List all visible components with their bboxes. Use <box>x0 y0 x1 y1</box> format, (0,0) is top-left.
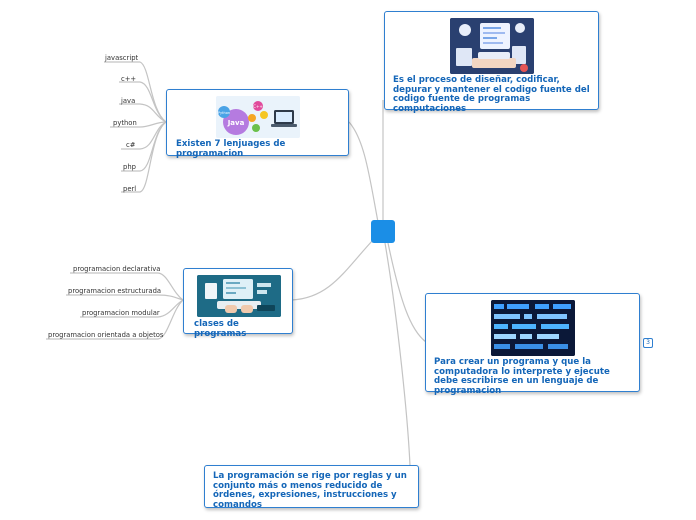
topic-classes[interactable]: clases de programas <box>183 268 293 338</box>
languages-illustration: Java Python C++ <box>216 96 300 138</box>
code-screen-icon <box>491 300 575 356</box>
class-item-orientada-objetos[interactable]: programacion orientada a objetos <box>48 331 164 339</box>
class-item-estructurada[interactable]: programacion estructurada <box>68 287 162 295</box>
topic-rules[interactable]: La programación se rige por reglas y un … <box>204 465 419 510</box>
class-item-declarativa[interactable]: programacion declarativa <box>73 265 161 273</box>
classes-illustration <box>197 275 281 317</box>
connector-lang-1 <box>104 61 167 123</box>
language-item-csharp[interactable]: c# <box>126 141 136 149</box>
connector-class-2 <box>66 294 184 301</box>
connector-lang-3 <box>119 103 167 123</box>
topic-definition-label: Es el proceso de diseñar, codificar, dep… <box>393 75 590 114</box>
python-logo-text: Python <box>218 111 230 115</box>
code-screen-illustration <box>491 300 575 356</box>
laptop-coding-icon <box>197 275 281 317</box>
language-item-java[interactable]: java <box>121 97 136 105</box>
language-item-python[interactable]: python <box>113 119 137 127</box>
topic-languages-label: Existen 7 lenjuages de programacion <box>176 139 286 159</box>
connector-root-languages <box>348 121 379 223</box>
connector-root-rules <box>384 242 411 467</box>
connector-lang-2 <box>119 81 167 123</box>
collapsed-count-badge[interactable]: 3 <box>643 338 653 348</box>
developer-icon <box>450 18 534 74</box>
root-topic[interactable] <box>371 220 395 243</box>
language-item-perl[interactable]: perl <box>123 185 137 193</box>
topic-create[interactable]: Para crear un programa y que la computad… <box>425 293 640 396</box>
cpp-logo-text: C++ <box>253 104 263 109</box>
connector-lang-4 <box>110 121 167 128</box>
topic-create-label: Para crear un programa y que la computad… <box>434 357 610 396</box>
connector-lang-7 <box>121 121 167 193</box>
language-item-javascript[interactable]: javascript <box>105 54 139 62</box>
languages-icon: Java Python C++ <box>216 96 300 138</box>
connector-root-classes <box>291 239 374 301</box>
language-item-php[interactable]: php <box>123 163 136 171</box>
connector-root-create <box>387 242 427 343</box>
coding-illustration <box>450 18 534 74</box>
connector-class-4 <box>46 299 184 340</box>
connector-class-1 <box>70 272 184 301</box>
language-item-cpp[interactable]: c++ <box>121 75 137 83</box>
class-item-modular[interactable]: programacion modular <box>82 309 160 317</box>
java-logo-text: Java <box>227 119 245 127</box>
topic-definition[interactable]: Es el proceso de diseñar, codificar, dep… <box>384 11 599 114</box>
connector-class-3 <box>80 299 184 318</box>
topic-languages[interactable]: Java Python C++ Existen 7 lenjuages de p… <box>166 89 349 159</box>
topic-classes-label: clases de programas <box>194 319 247 339</box>
topic-rules-label: La programación se rige por reglas y un … <box>213 471 407 510</box>
